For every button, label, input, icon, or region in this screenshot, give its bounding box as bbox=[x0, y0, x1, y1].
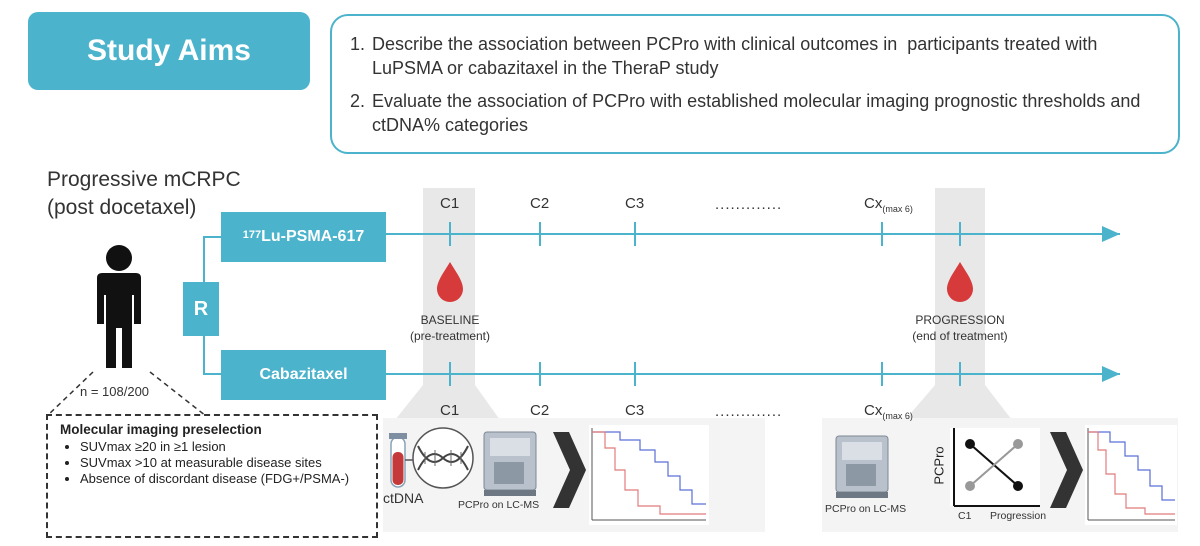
pcpro-change-plot bbox=[950, 428, 1040, 507]
randomization-label: R bbox=[193, 297, 209, 320]
lu-arm-label: Lu-PSMA-617 bbox=[261, 228, 365, 245]
dna-magnifier-icon bbox=[405, 427, 474, 489]
aim-text: Evaluate the association of PCPro with e… bbox=[372, 91, 1141, 135]
test-tube-icon bbox=[389, 433, 407, 488]
dashed-connector bbox=[149, 371, 207, 417]
baseline-sublabel: (pre-treatment) bbox=[409, 329, 491, 343]
cycle-label-cx-bottom: Cx(max 6) bbox=[864, 402, 913, 421]
blood-drop-icon bbox=[437, 262, 463, 302]
survival-curve-icon bbox=[1085, 425, 1177, 525]
lc-ms-machine-icon bbox=[835, 435, 889, 498]
cycle-cx-max: (max 6) bbox=[882, 411, 913, 421]
chevron-right-icon bbox=[1050, 432, 1083, 508]
aim-text: Describe the association between PCPro w… bbox=[372, 34, 1098, 78]
cycle-label-c1-bottom: C1 bbox=[440, 402, 460, 419]
preselection-item: Absence of discordant disease (FDG+/PSMA… bbox=[80, 471, 366, 487]
preselection-title: Molecular imaging preselection bbox=[60, 422, 262, 437]
cycle-label-c1-top: C1 bbox=[440, 195, 460, 212]
chevron-right-icon bbox=[553, 432, 586, 508]
study-aims-label: Study Aims bbox=[87, 34, 251, 67]
axis-label-progression: Progression bbox=[990, 510, 1047, 522]
aim-item-1: 1. Describe the association between PCPr… bbox=[350, 32, 1158, 80]
aim-item-2: 2. Evaluate the association of PCPro wit… bbox=[350, 89, 1158, 137]
cabazitaxel-arm-label: Cabazitaxel bbox=[259, 366, 348, 383]
pcpro-baseline-label: PCPro on LC-MS bbox=[458, 499, 540, 511]
preselection-box: Molecular imaging preselection SUVmax ≥2… bbox=[46, 414, 378, 538]
survival-curve-icon bbox=[589, 425, 709, 525]
pcpro-axis-label: PCPro bbox=[931, 446, 947, 485]
aims-list: 1. Describe the association between PCPr… bbox=[330, 14, 1180, 154]
preselection-item: SUVmax ≥20 in ≥1 lesion bbox=[80, 439, 366, 455]
blood-drop-icon bbox=[947, 262, 973, 302]
sample-size-label: n = 108/200 bbox=[80, 384, 150, 399]
person-icon bbox=[97, 245, 141, 368]
aim-number: 1. bbox=[350, 34, 366, 54]
progression-sublabel: (end of treatment) bbox=[912, 329, 1008, 343]
progression-caption: PROGRESSION (end of treatment) bbox=[900, 312, 1020, 344]
cycle-cx-max: (max 6) bbox=[882, 204, 913, 214]
progression-label: PROGRESSION bbox=[915, 313, 1005, 327]
baseline-label: BASELINE bbox=[420, 313, 480, 327]
cycle-dots-bottom: ............. bbox=[715, 403, 783, 420]
study-aims-header: Study Aims bbox=[28, 12, 310, 90]
randomization-box: R bbox=[183, 282, 219, 336]
cycle-dots-top: ............. bbox=[715, 196, 783, 213]
progression-band bbox=[905, 188, 1012, 420]
cycle-label-cx-top: Cx(max 6) bbox=[864, 195, 913, 214]
dashed-connector bbox=[46, 371, 94, 417]
aim-number: 2. bbox=[350, 91, 366, 111]
cycle-cx: Cx bbox=[864, 402, 883, 419]
lu-isotope-superscript: 177 bbox=[242, 229, 262, 241]
baseline-band bbox=[395, 188, 500, 420]
cabazitaxel-arm-box: Cabazitaxel bbox=[221, 350, 386, 400]
cycle-label-c3-bottom: C3 bbox=[625, 402, 645, 419]
preselection-item: SUVmax >10 at measurable disease sites bbox=[80, 455, 366, 471]
baseline-caption: BASELINE (pre-treatment) bbox=[390, 312, 510, 344]
population-title: Progressive mCRPC (post docetaxel) bbox=[47, 166, 241, 222]
pcpro-progression-label: PCPro on LC-MS bbox=[825, 503, 907, 515]
population-line-1: Progressive mCRPC bbox=[47, 168, 241, 191]
cycle-label-c2-top: C2 bbox=[530, 195, 550, 212]
cycle-label-c2-bottom: C2 bbox=[530, 402, 550, 419]
ctdna-label: ctDNA bbox=[383, 490, 424, 506]
cycle-cx: Cx bbox=[864, 195, 883, 212]
axis-label-c1: C1 bbox=[958, 510, 972, 522]
population-line-2: (post docetaxel) bbox=[47, 196, 197, 219]
lc-ms-machine-icon bbox=[483, 431, 537, 496]
cycle-label-c3-top: C3 bbox=[625, 195, 645, 212]
preselection-list: SUVmax ≥20 in ≥1 lesion SUVmax >10 at me… bbox=[60, 439, 366, 487]
